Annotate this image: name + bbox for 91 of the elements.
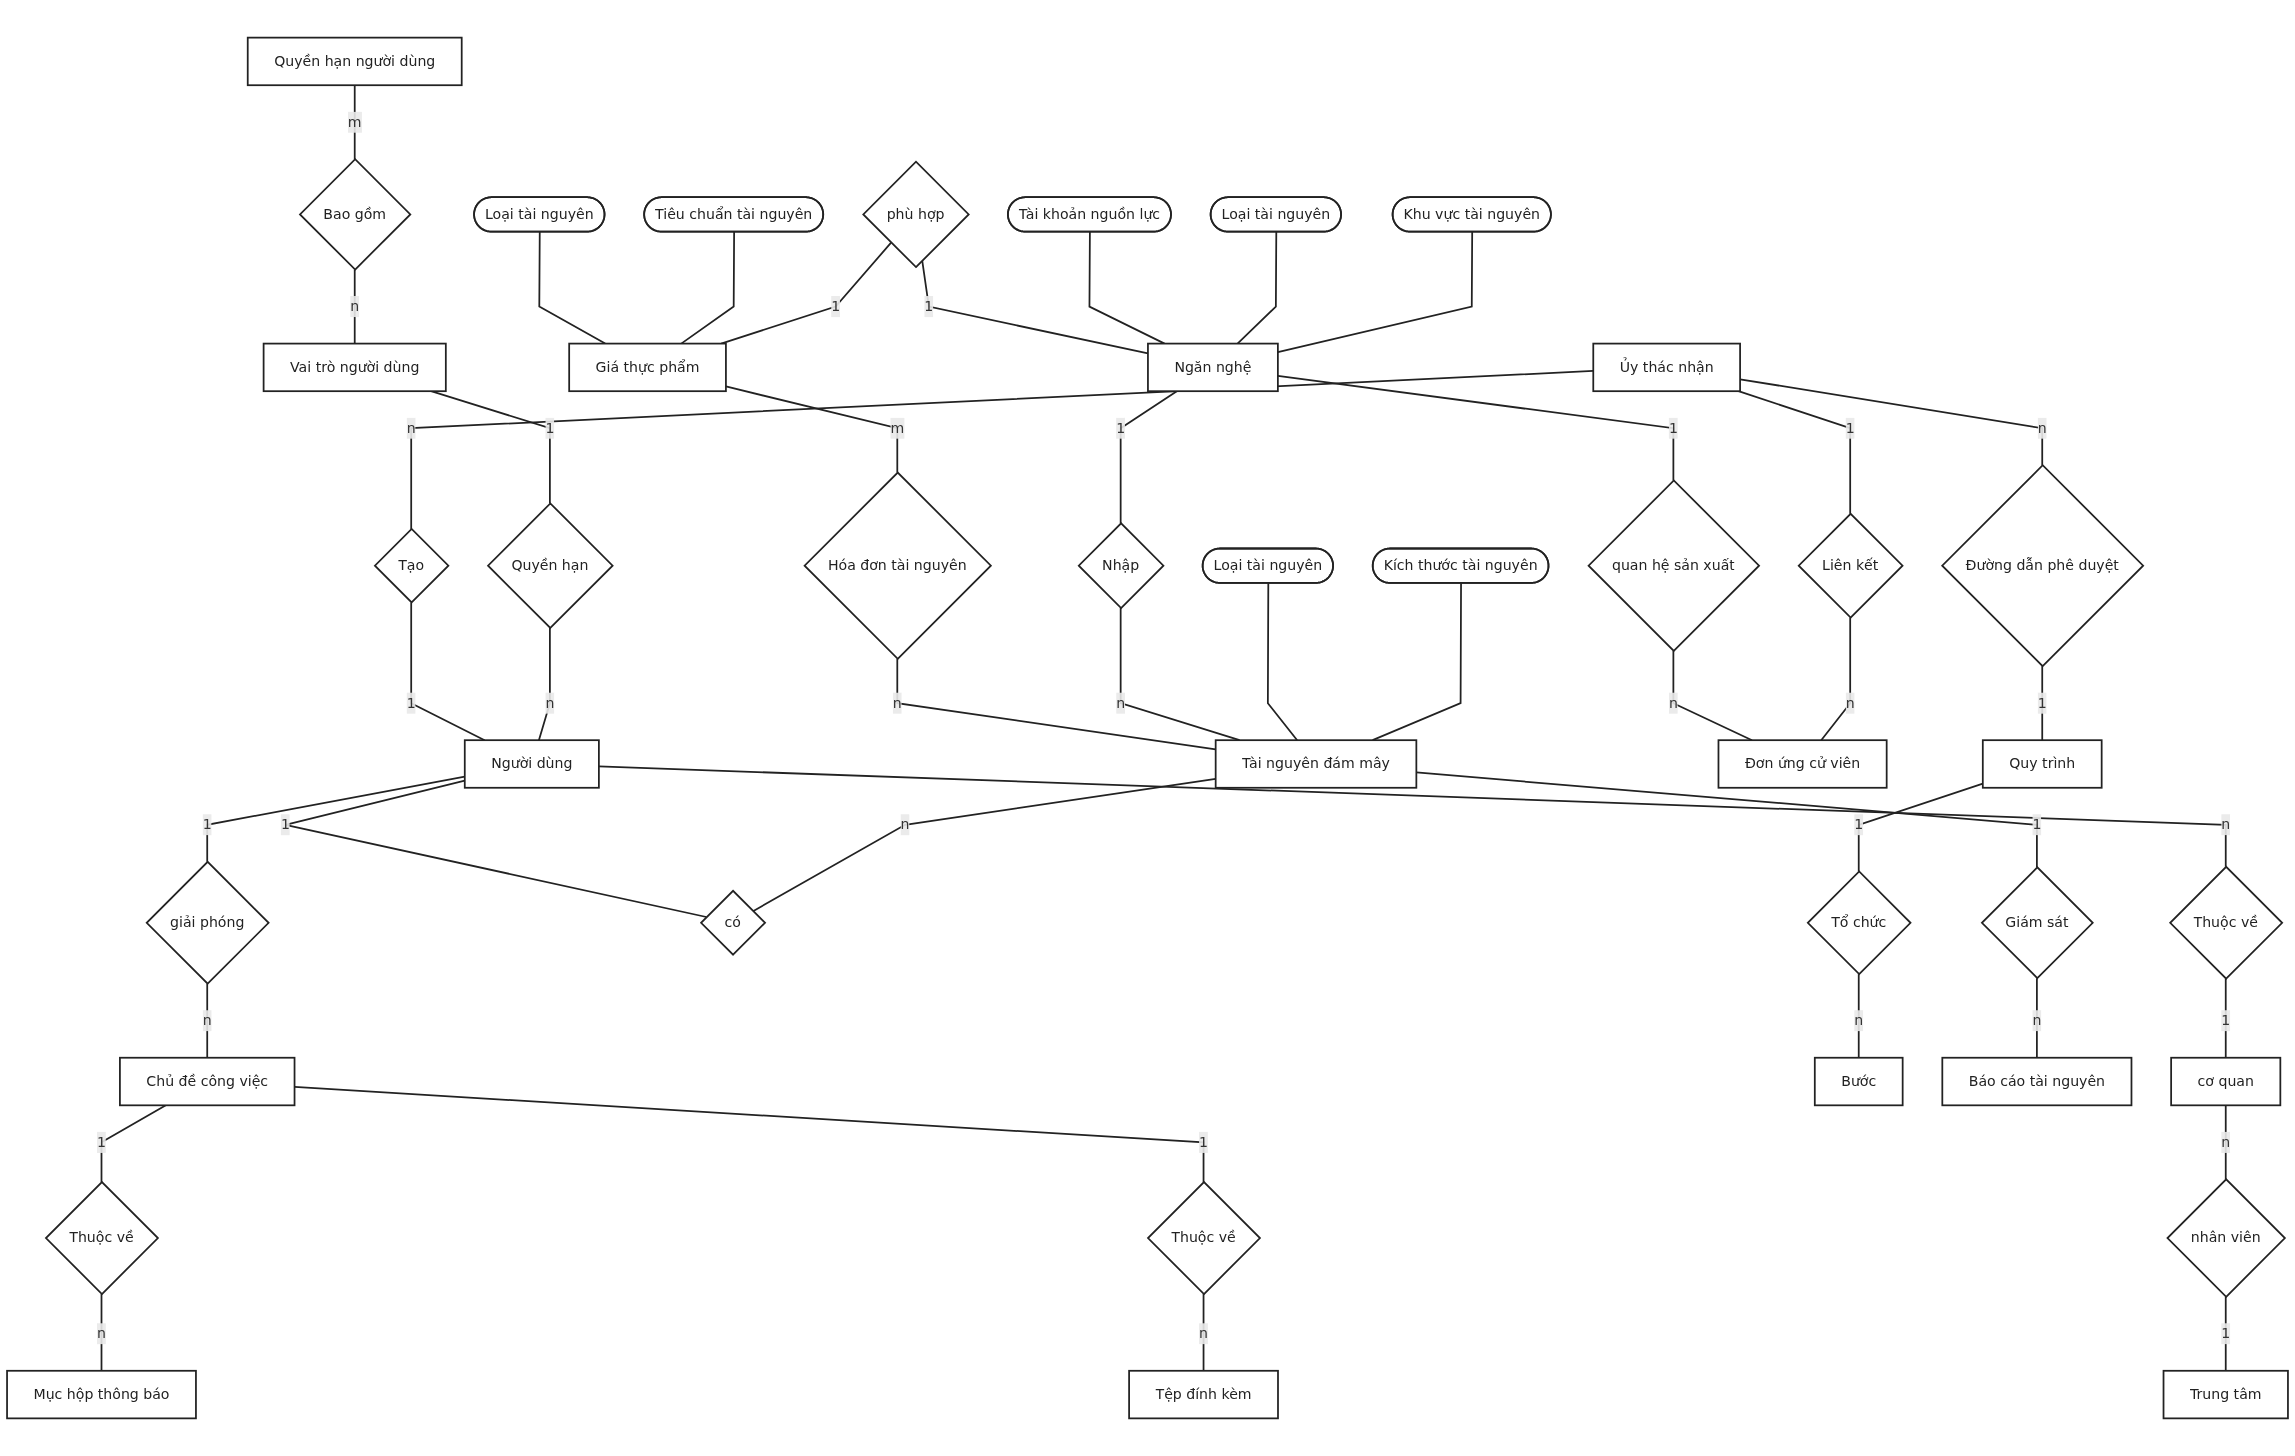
node-diamond: quan hệ sản xuất — [1587, 479, 1761, 653]
edge-label: n — [202, 1011, 212, 1029]
node-box: Tệp đính kèm — [1128, 1369, 1279, 1420]
edge-label: n — [1668, 694, 1678, 712]
edge-label: 1 — [97, 1133, 106, 1151]
node-box: Trung tâm — [2162, 1369, 2289, 1420]
edge-label: 1 — [1854, 815, 1864, 833]
node-diamond: Hóa đơn tài nguyên — [803, 471, 993, 661]
node-diamond: Thuộc về — [44, 1180, 160, 1296]
edge-label: 1 — [2221, 1011, 2231, 1029]
node-diamond: Nhập — [1077, 522, 1165, 610]
node-diamond: nhân viên — [2166, 1178, 2287, 1298]
edge-label: n — [2221, 1133, 2231, 1151]
edge-label: 1 — [2221, 1324, 2231, 1342]
node-box: Người dùng — [463, 739, 600, 789]
edge-label: 1 — [202, 815, 212, 833]
edge-label: n — [1845, 694, 1855, 712]
edge-label: 1 — [2037, 694, 2047, 712]
node-diamond: Tạo — [373, 527, 450, 604]
connector — [353, 268, 356, 345]
connector — [206, 982, 209, 1059]
connector — [100, 1293, 103, 1372]
edge-label: n — [2037, 419, 2047, 437]
node-box: Ủy thác nhận — [1592, 342, 1741, 393]
connector — [1371, 582, 1462, 742]
node-box: Giá thực phẩm — [568, 342, 727, 393]
connector — [1236, 231, 1278, 345]
edge-label: 1 — [280, 815, 290, 833]
node-box: Báo cáo tài nguyên — [1941, 1056, 2133, 1107]
connector — [1737, 390, 1852, 515]
node-box: Quy trình — [1981, 739, 2103, 789]
connector — [1277, 231, 1474, 353]
connector — [2224, 1104, 2227, 1181]
node-box: Mục hộp thông báo — [6, 1369, 197, 1420]
connector — [598, 765, 2227, 868]
edge-label: 1 — [831, 297, 841, 315]
edge-label: 1 — [406, 694, 416, 712]
connector — [1119, 390, 1178, 525]
connector — [2036, 977, 2038, 1059]
node-box: Vai trò người dùng — [262, 342, 447, 393]
edge-label: n — [545, 694, 555, 712]
edge-label: n — [1854, 1011, 1864, 1029]
node-diamond: Thuộc về — [2168, 865, 2284, 980]
edge-label: m — [347, 113, 362, 131]
edge-label: n — [350, 297, 360, 315]
node-box: cơ quan — [2170, 1056, 2282, 1107]
connector — [720, 241, 892, 345]
node-box: Bước — [1813, 1056, 1904, 1107]
edge-label: 1 — [545, 419, 555, 437]
edge-label: 1 — [1199, 1133, 1209, 1151]
node-diamond: Quyền hạn — [486, 502, 614, 630]
connector — [1202, 1293, 1205, 1372]
node-box: Đơn ứng cử viên — [1717, 739, 1888, 789]
edge-label: 1 — [924, 297, 934, 315]
connector — [1267, 582, 1299, 742]
node-diamond: có — [699, 889, 767, 956]
edge-label: 1 — [1845, 419, 1855, 437]
edge-label: n — [97, 1324, 106, 1342]
node-diamond: Tổ chức — [1806, 870, 1912, 976]
node-diamond: giải phóng — [145, 860, 270, 985]
node-diamond: Thuộc về — [1146, 1180, 1262, 1296]
edge-label: n — [1199, 1324, 1209, 1342]
node-diamond: phù hợp — [862, 160, 970, 269]
edge-label: 1 — [1668, 419, 1678, 437]
edge-label: n — [892, 694, 902, 712]
edge-label: n — [2221, 815, 2231, 833]
connector — [538, 627, 551, 742]
node-box: Tài nguyên đám mây — [1214, 739, 1418, 789]
node-box: Ngăn nghệ — [1147, 342, 1279, 393]
connector — [680, 231, 735, 345]
edge-label: n — [900, 815, 910, 833]
connector — [725, 385, 899, 474]
node-diamond: Liên kết — [1797, 512, 1904, 619]
connector — [100, 1104, 167, 1183]
edge-label: m — [890, 419, 905, 437]
connector — [538, 231, 607, 345]
connector — [1088, 231, 1166, 345]
node-diamond: Đường dẫn phê duyệt — [1940, 463, 2145, 668]
connector — [1857, 973, 1860, 1059]
node-diamond: Bao gồm — [298, 158, 412, 271]
edge-label: 1 — [1116, 419, 1126, 437]
connector — [1820, 616, 1852, 742]
edge-label: n — [406, 419, 416, 437]
connector — [410, 601, 486, 742]
edge-label: n — [1116, 694, 1126, 712]
node-box: Quyền hạn người dùng — [246, 36, 463, 87]
node-diamond: Giám sát — [1980, 866, 2094, 980]
edge-label: n — [2032, 1011, 2042, 1029]
connector — [1277, 375, 1675, 482]
node-box: Chủ đề công việc — [119, 1056, 296, 1107]
edge-label: 1 — [2032, 815, 2042, 833]
